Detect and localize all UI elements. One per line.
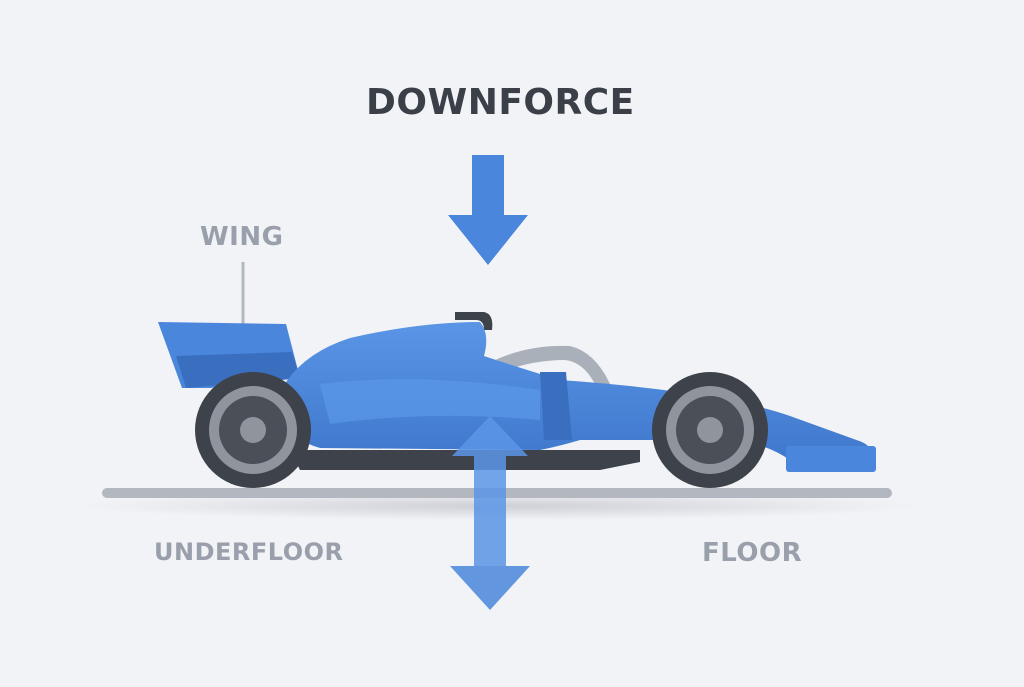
floor-label: FLOOR: [702, 538, 803, 568]
halo: [480, 345, 610, 386]
wing-label: WING: [200, 222, 284, 252]
front-wing: [786, 446, 876, 472]
rear-tire: [195, 372, 311, 488]
front-tire: [652, 372, 768, 488]
car-floor: [290, 450, 640, 470]
diagram-title: DOWNFORCE: [366, 82, 635, 123]
f1-car-icon: [158, 312, 876, 488]
arrow-down-icon: [448, 155, 528, 265]
double-arrow-vertical-icon: [450, 416, 530, 610]
underfloor-label: UNDERFLOOR: [154, 538, 344, 566]
